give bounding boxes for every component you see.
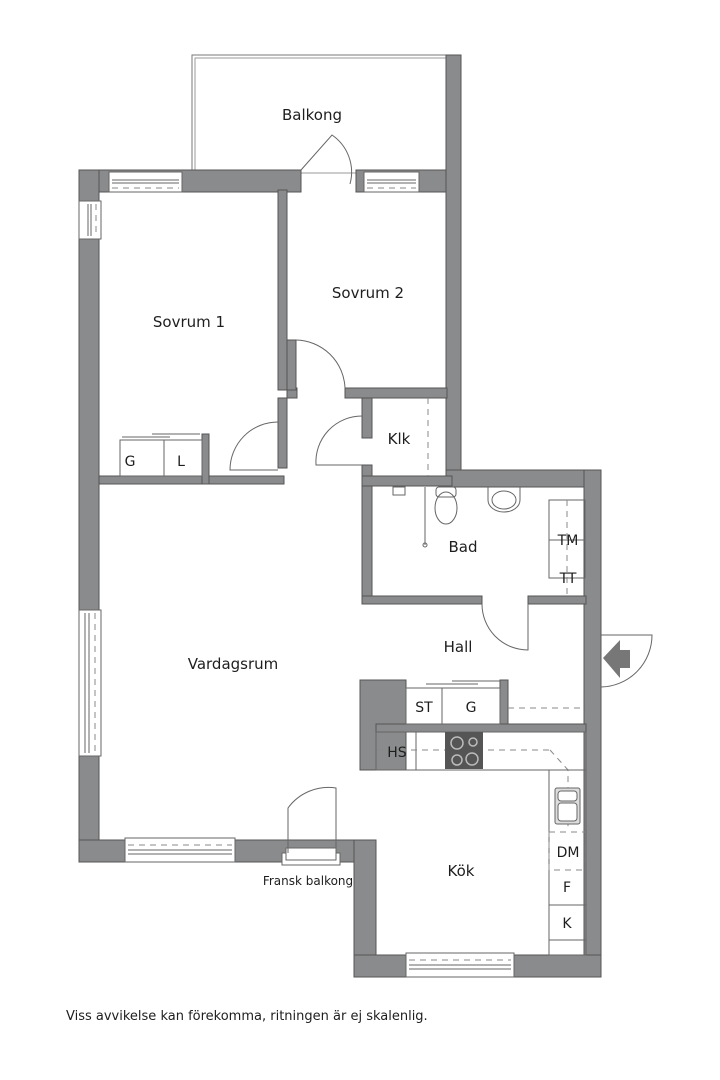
fixture-f: F (563, 880, 571, 896)
fixture-hs: HS (387, 745, 407, 761)
disclaimer-text: Viss avvikelse kan förekomma, ritningen … (66, 1009, 428, 1024)
doors (229, 134, 653, 853)
fixture-g-hall: G (466, 700, 477, 716)
label-sovrum2: Sovrum 2 (332, 284, 404, 302)
label-vardagsrum: Vardagsrum (188, 655, 279, 673)
label-kok: Kök (448, 862, 475, 880)
fixture-tt: TT (559, 571, 577, 587)
fixture-tm: TM (557, 533, 579, 549)
label-hall: Hall (444, 638, 473, 656)
fixtures (119, 398, 587, 956)
label-sovrum1: Sovrum 1 (153, 313, 225, 331)
fixture-l: L (177, 454, 185, 470)
label-balkong: Balkong (282, 106, 342, 124)
label-fransk-balkong: Fransk balkong (263, 874, 353, 888)
fixture-st: ST (415, 700, 433, 716)
label-bad: Bad (448, 538, 477, 556)
label-klk: Klk (388, 430, 411, 448)
entrance-arrow-icon (603, 640, 630, 678)
fixture-dm: DM (557, 845, 580, 861)
interior-walls (98, 189, 587, 733)
windows (78, 171, 515, 978)
fixture-g-bedroom: G (125, 454, 136, 470)
fixture-k: K (562, 916, 572, 932)
